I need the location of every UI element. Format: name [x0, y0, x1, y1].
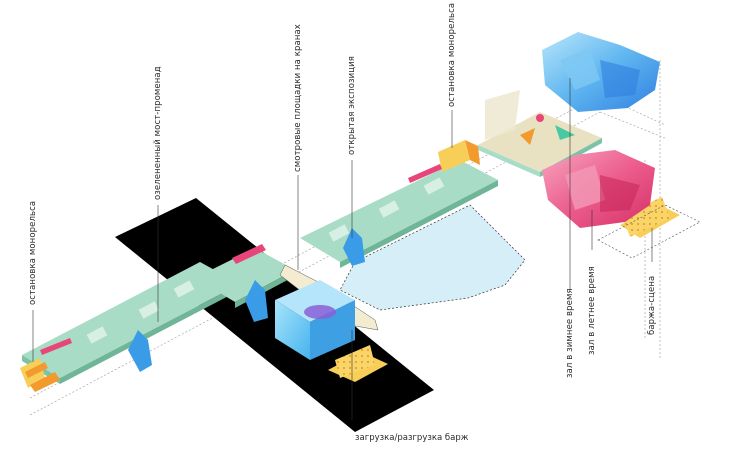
label-green-bridge: озелененный мост-променад [153, 66, 163, 200]
water-basin [339, 204, 526, 311]
barge-stage [597, 197, 701, 259]
label-monorail-stop-right: остановка монорельса [447, 2, 457, 107]
label-barge-stage: баржа-сцена [647, 275, 657, 335]
walkway-left [22, 262, 240, 384]
label-summer-hall: зал в летнее время [587, 266, 597, 355]
label-winter-hall: зал в зимнее время [565, 288, 575, 378]
blue-cube-volume [275, 280, 355, 360]
label-monorail-stop-left: остановка монорельса [28, 200, 38, 305]
blue-crane-middle [245, 280, 268, 322]
label-crane-platforms: смотровые площадки на кранах [293, 24, 303, 172]
blue-crane-right [343, 228, 365, 266]
loading-barge [328, 345, 388, 382]
monorail-stop-left [20, 338, 72, 392]
label-barge-loading: загрузка/разгрузка барж [355, 433, 469, 443]
label-open-exhibition: открытая экспозиция [347, 56, 357, 155]
winter-hall-volume [542, 32, 660, 112]
leader-lines [32, 78, 653, 420]
monorail-stop-right [408, 140, 480, 183]
blue-crane-left [128, 330, 152, 372]
